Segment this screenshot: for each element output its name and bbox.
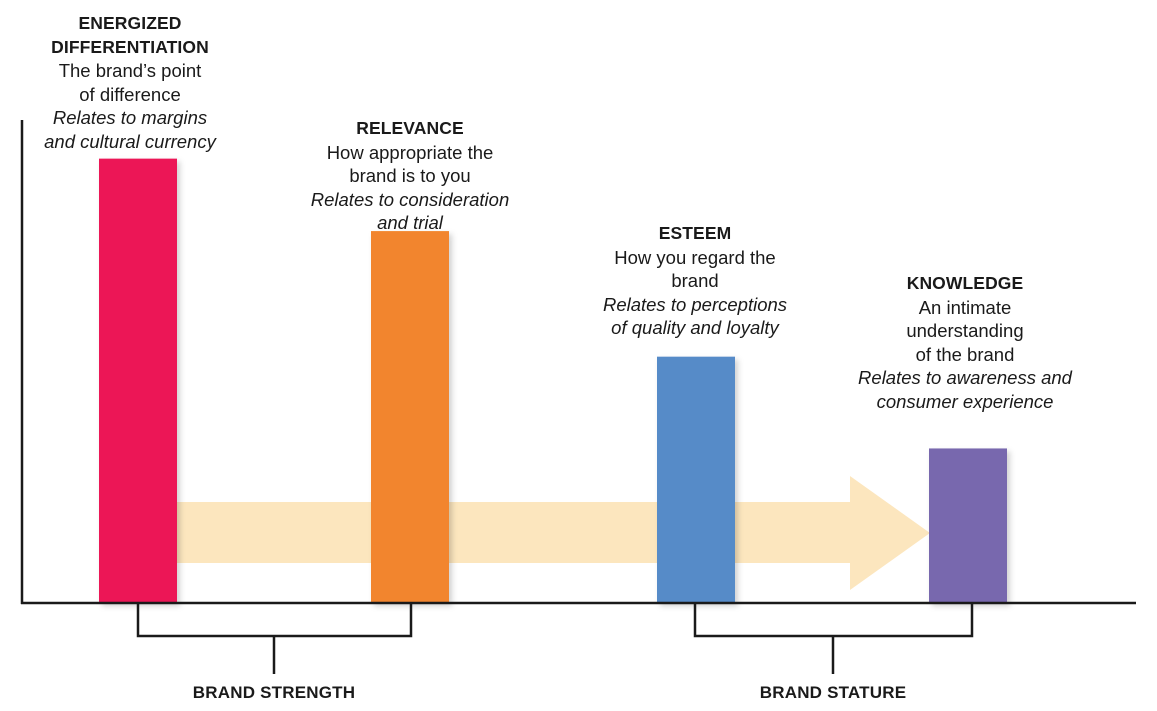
bar-energized-differentiation xyxy=(99,158,177,603)
pillar-title: KNOWLEDGE xyxy=(906,273,1024,293)
bar-esteem xyxy=(657,356,735,603)
pillar-description: How you regard the brand xyxy=(614,246,776,292)
pillar-title: ENERGIZED DIFFERENTIATION xyxy=(51,13,209,57)
brand-stature-label: BRAND STATURE xyxy=(759,683,907,702)
pillar-title: ESTEEM xyxy=(658,223,732,243)
brand-stature-bracket xyxy=(693,603,974,674)
pillar-relates-to: Relates to awareness and consumer experi… xyxy=(858,367,1072,412)
pillar-relates-to: Relates to consideration and trial xyxy=(310,188,510,234)
pillar-energized-differentiation-text: ENERGIZED DIFFERENTIATION The brand’s po… xyxy=(20,12,240,153)
brand-strength-label: BRAND STRENGTH xyxy=(192,683,356,702)
brand-strength-bracket xyxy=(136,603,413,674)
pillar-description: An intimate understanding of the brand xyxy=(906,296,1024,365)
flow-arrow xyxy=(175,476,930,590)
pillar-description: How appropriate the brand is to you xyxy=(326,141,494,187)
pillar-knowledge-text: KNOWLEDGE An intimate understanding of t… xyxy=(830,272,1100,413)
bars-layer xyxy=(99,158,1007,603)
pillar-relates-to: Relates to margins and cultural currency xyxy=(44,107,216,152)
pillar-relevance-text: RELEVANCE How appropriate the brand is t… xyxy=(280,117,540,235)
pillar-relates-to: Relates to perceptions of quality and lo… xyxy=(602,293,788,339)
bar-relevance xyxy=(371,231,449,603)
pillar-esteem-text: ESTEEM How you regard the brand Relates … xyxy=(575,222,815,340)
pillar-title: RELEVANCE xyxy=(356,118,464,138)
pillar-description: The brand’s point of difference xyxy=(58,60,202,105)
bar-knowledge xyxy=(929,448,1007,603)
